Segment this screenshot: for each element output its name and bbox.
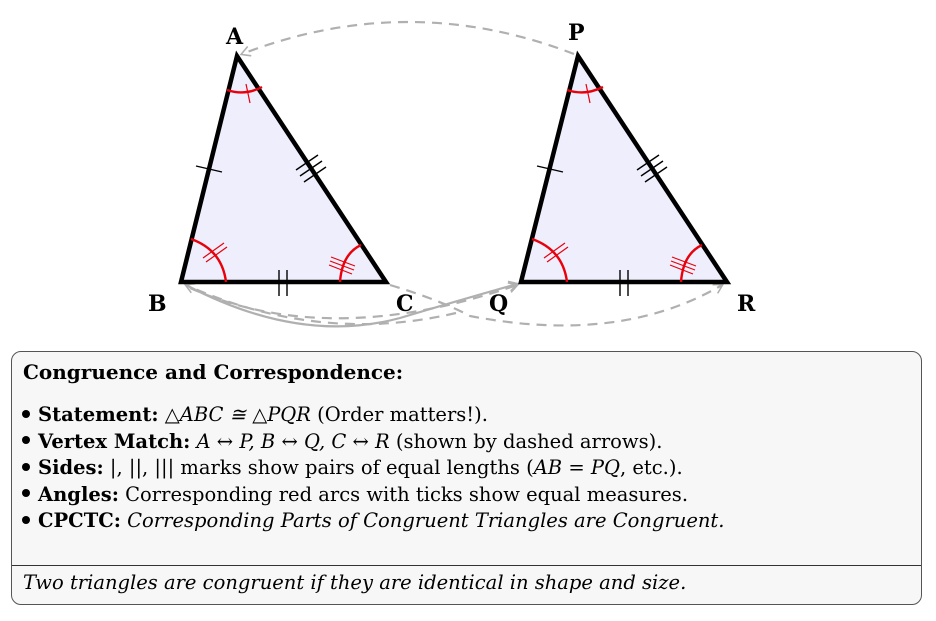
arrow-to-Q [189, 282, 520, 320]
bullet-icon [22, 489, 30, 497]
info-box-footer: Two triangles are congruent if they are … [23, 571, 687, 594]
vertex-label-a: A [225, 24, 244, 50]
vertex-label-r: R [737, 291, 756, 317]
divider [12, 565, 921, 566]
item-label: Sides: [38, 456, 104, 479]
item-label: CPCTC: [38, 509, 121, 532]
bullet-icon [22, 462, 30, 471]
item-text: marks show pairs of equal lengths ( [174, 456, 534, 479]
info-box: Congruence and Correspondence: Statement… [11, 351, 922, 605]
item-text: Corresponding red arcs with ticks show e… [125, 482, 689, 506]
item-text: , etc.). [619, 456, 683, 479]
bullet-icon [22, 436, 30, 444]
arrow-B-to-Q [185, 280, 520, 328]
info-box-title: Congruence and Correspondence: [23, 360, 404, 384]
triangle-abc [178, 50, 391, 296]
item-math: A ↔ P, B ↔ Q, C ↔ R [196, 429, 390, 453]
item-math: △ABC ≅ △PQR [164, 403, 311, 426]
item-text: (shown by dashed arrows). [389, 429, 663, 453]
info-list: Statement: △ABC ≅ △PQR (Order matters!).… [22, 402, 724, 535]
triangle-pqr [518, 50, 732, 296]
arrow-P-to-A [239, 20, 575, 57]
item-marks: |, ||, ||| [109, 456, 175, 479]
item-text: (Order matters!). [310, 403, 488, 426]
list-item-vertex-match: Vertex Match: A ↔ P, B ↔ Q, C ↔ R (shown… [22, 429, 724, 456]
list-item-cpctc: CPCTC: Corresponding Parts of Congruent … [22, 508, 724, 535]
bullet-icon [22, 409, 30, 418]
vertex-label-q: Q [489, 291, 508, 317]
vertex-label-p: P [568, 20, 585, 46]
correspondence-arrows [183, 20, 575, 328]
item-label: Vertex Match: [38, 429, 191, 453]
arrow-B-to-C-dashed [389, 283, 725, 327]
item-label: Angles: [38, 482, 119, 506]
bullet-icon [22, 515, 30, 524]
item-math: AB = PQ [533, 456, 620, 479]
item-text: Corresponding Parts of Congruent Triangl… [127, 509, 725, 532]
list-item-angles: Angles: Corresponding red arcs with tick… [22, 482, 724, 509]
list-item-sides: Sides: |, ||, ||| marks show pairs of eq… [22, 455, 724, 482]
vertex-label-c: C [396, 291, 414, 317]
arrow-C-to-B [183, 282, 457, 326]
vertex-label-b: B [148, 291, 167, 317]
congruent-triangles-figure: A B C P Q R [148, 20, 756, 328]
list-item-statement: Statement: △ABC ≅ △PQR (Order matters!). [22, 402, 724, 429]
item-label: Statement: [38, 403, 159, 426]
